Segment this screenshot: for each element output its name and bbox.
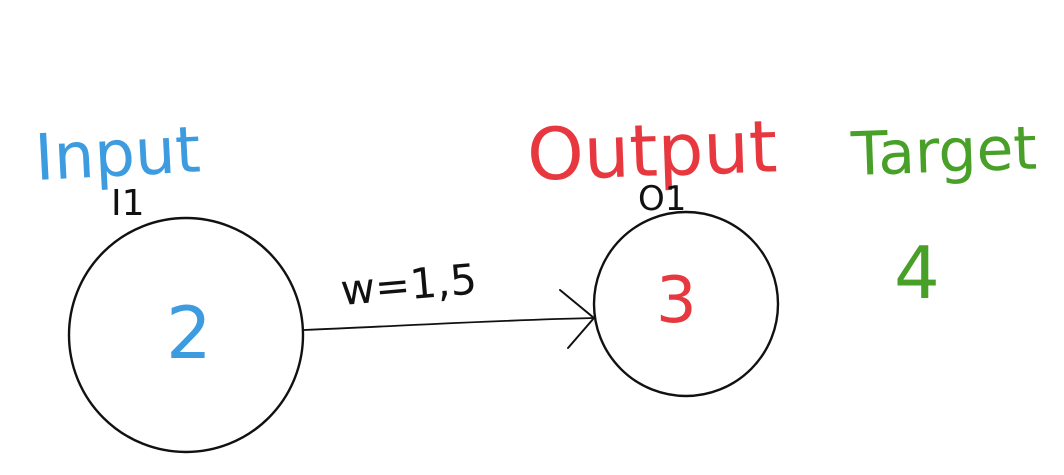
input-node-id: I1 [111,183,145,224]
output-node [592,210,780,398]
target-title: Target [849,114,1038,190]
output-title: Output [526,104,779,197]
target-value: 4 [894,231,940,315]
input-value: 2 [166,291,212,375]
input-title: Input [33,113,202,196]
input-node [67,216,305,454]
weight-label: w=1,5 [339,254,479,315]
weight-connection-line [303,317,595,331]
arrow-head [559,289,595,349]
output-value: 3 [656,264,697,338]
